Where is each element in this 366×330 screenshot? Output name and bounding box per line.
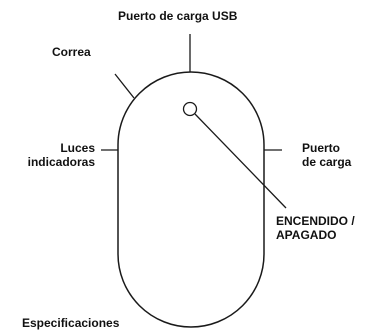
charge-port-label: Puerto de carga: [302, 141, 351, 169]
specs-label: Especificaciones: [22, 316, 120, 330]
power-label-line-1: ENCENDIDO /: [276, 214, 355, 228]
strap-label: Correa: [52, 45, 91, 59]
indicator-lights-label: Luces indicadoras: [10, 141, 95, 169]
charge-port-label-line-1: Puerto: [302, 141, 341, 155]
power-leader-line: [194, 113, 287, 209]
power-button-circle: [182, 101, 198, 117]
indicator-lights-label-line-1: Luces: [60, 141, 95, 155]
charge-port-label-line-2: de carga: [302, 155, 352, 169]
indicator-lights-label-line-2: indicadoras: [27, 155, 95, 169]
strap-leader-line: [114, 73, 135, 99]
usb-port-label: Puerto de carga USB: [118, 9, 238, 23]
device-body-outline: [117, 71, 265, 328]
power-label-line-2: APAGADO: [276, 228, 337, 242]
power-label: ENCENDIDO / APAGADO: [276, 214, 355, 242]
